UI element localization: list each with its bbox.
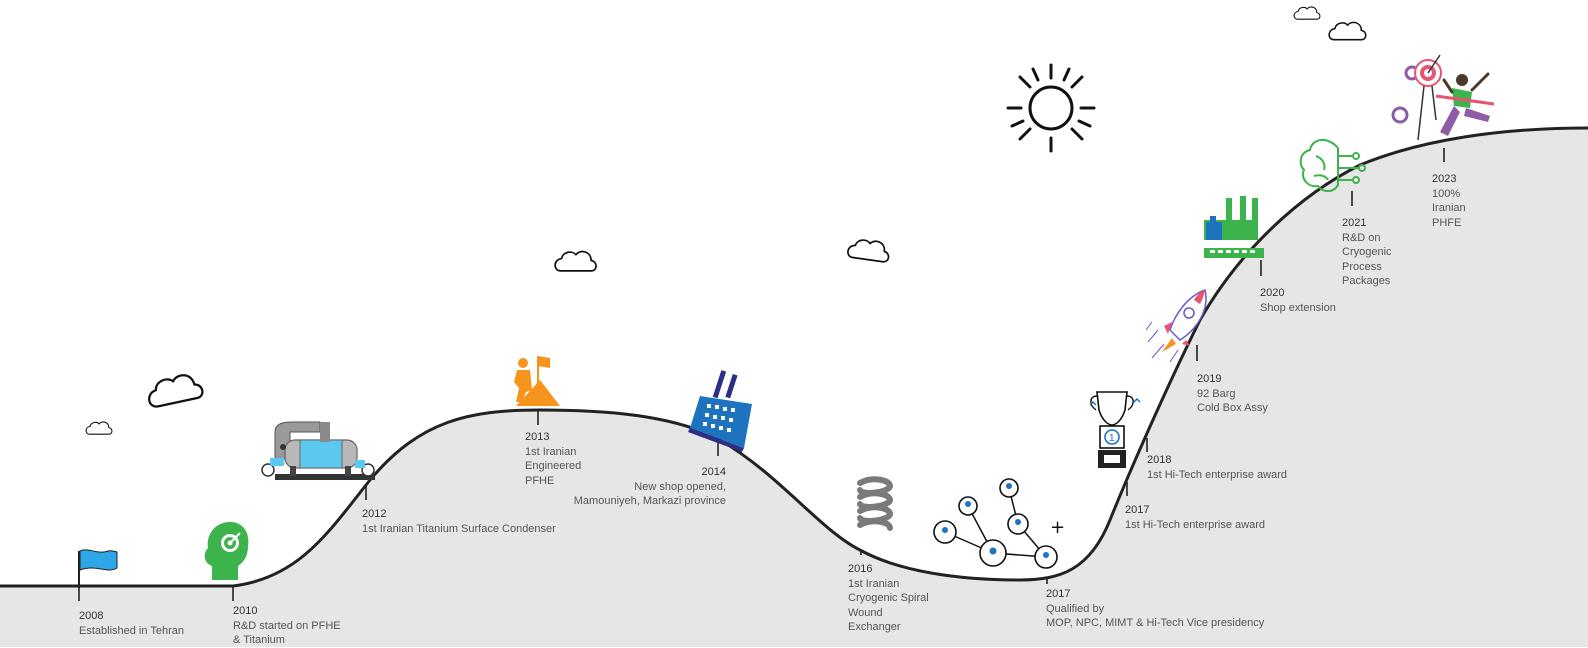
tick-marks <box>78 148 1445 601</box>
winner-target-icon <box>1391 54 1495 141</box>
milestone-2017-qualified: 2017 Qualified by MOP, NPC, MIMT & Hi-Te… <box>1046 587 1264 631</box>
milestone-text: & Titanium <box>233 634 285 646</box>
rocket-icon <box>1145 289 1207 363</box>
milestone-year: 2017 <box>1046 588 1071 600</box>
milestone-2020: 2020 Shop extension <box>1260 286 1336 315</box>
milestone-text: Mamouniyeh, Markazi province <box>573 495 726 507</box>
cloud-icon <box>85 421 113 435</box>
milestone-text: R&D on <box>1342 231 1381 244</box>
cloud-icon <box>846 236 892 264</box>
cloud-icon <box>144 370 205 409</box>
milestone-2014: 2014 New shop opened, Mamouniyeh, Markaz… <box>574 465 726 509</box>
milestone-text: Iranian <box>1432 202 1466 214</box>
svg-text:1: 1 <box>1109 433 1115 444</box>
milestone-text: 1st Iranian Titanium Surface Condenser <box>362 522 556 535</box>
milestone-text: 1st Hi-Tech enterprise award <box>1147 468 1288 481</box>
milestone-text: Cryogenic <box>1342 246 1392 258</box>
milestone-text: Exchanger <box>848 621 901 633</box>
milestone-text: 1st Iranian <box>848 577 900 590</box>
milestone-2023: 2023 100% Iranian PHFE <box>1432 172 1466 230</box>
milestone-2019: 2019 92 Barg Cold Box Assy <box>1197 372 1268 416</box>
milestone-text: 1st Iranian <box>525 445 577 458</box>
milestone-year: 2020 <box>1260 287 1285 299</box>
milestone-2013: 2013 1st Iranian Engineered PFHE <box>525 430 581 488</box>
cloud-icon <box>1328 21 1367 41</box>
milestone-2017-award: 2017 1st Hi-Tech enterprise award <box>1125 503 1265 532</box>
network-icon: + <box>933 478 1065 569</box>
condenser-icon <box>261 421 375 480</box>
milestone-text: 92 Barg <box>1197 387 1236 400</box>
milestone-text: Cold Box Assy <box>1197 402 1268 414</box>
milestone-text: Packages <box>1342 275 1391 287</box>
milestone-2010: 2010 R&D started on PFHE & Titanium <box>233 604 341 648</box>
milestone-year: 2013 <box>525 431 550 443</box>
milestone-year: 2012 <box>362 508 387 520</box>
milestone-text: Qualified by <box>1046 602 1105 615</box>
svg-text:+: + <box>1050 517 1065 538</box>
plant-icon <box>1204 196 1264 258</box>
milestone-year: 2018 <box>1147 454 1172 466</box>
milestone-year: 2021 <box>1342 217 1367 229</box>
milestone-text: Process <box>1342 260 1382 273</box>
head-target-icon <box>204 522 249 580</box>
cloud-icon <box>554 250 597 272</box>
milestone-year: 2019 <box>1197 373 1222 385</box>
milestone-year: 2023 <box>1432 173 1457 185</box>
milestone-text: PFHE <box>525 474 555 487</box>
milestone-2018: 2018 1st Hi-Tech enterprise award <box>1147 453 1287 482</box>
milestone-year: 2014 <box>701 466 726 478</box>
milestone-2016: 2016 1st Iranian Cryogenic Spiral Wound … <box>848 562 929 635</box>
milestone-text: New shop opened, <box>634 480 726 493</box>
milestone-text: Engineered <box>525 460 582 472</box>
milestone-text: Cryogenic Spiral <box>848 592 929 604</box>
climber-flag-icon <box>514 356 560 406</box>
trophy-icon: 1 <box>1089 391 1141 468</box>
sun-icon <box>1006 63 1096 153</box>
flag-icon <box>78 549 118 588</box>
milestone-text: Established in Tehran <box>79 624 184 637</box>
milestone-2021: 2021 R&D on Cryogenic Process Packages <box>1342 216 1392 289</box>
hill-fill <box>0 128 1588 647</box>
milestone-2012: 2012 1st Iranian Titanium Surface Conden… <box>362 507 556 536</box>
milestone-text: R&D started on PFHE <box>233 619 341 632</box>
milestone-year: 2017 <box>1125 504 1150 516</box>
cloud-icon <box>1293 6 1321 20</box>
milestone-2008: 2008 Established in Tehran <box>79 609 184 638</box>
milestone-text: 1st Hi-Tech enterprise award <box>1125 518 1266 531</box>
milestone-year: 2008 <box>79 610 104 622</box>
timeline-curve <box>0 126 1588 588</box>
factory-icon <box>688 370 752 452</box>
brain-circuit-icon <box>1299 139 1366 192</box>
milestone-year: 2010 <box>233 605 258 617</box>
milestone-text: MOP, NPC, MIMT & Hi-Tech Vice presidency <box>1046 617 1265 629</box>
milestone-text: Shop extension <box>1260 301 1336 314</box>
spiral-coil-icon <box>857 476 894 531</box>
milestone-text: Wound <box>848 606 883 619</box>
milestone-text: 100% <box>1432 187 1461 200</box>
milestone-text: PHFE <box>1432 216 1462 229</box>
milestone-year: 2016 <box>848 563 873 575</box>
